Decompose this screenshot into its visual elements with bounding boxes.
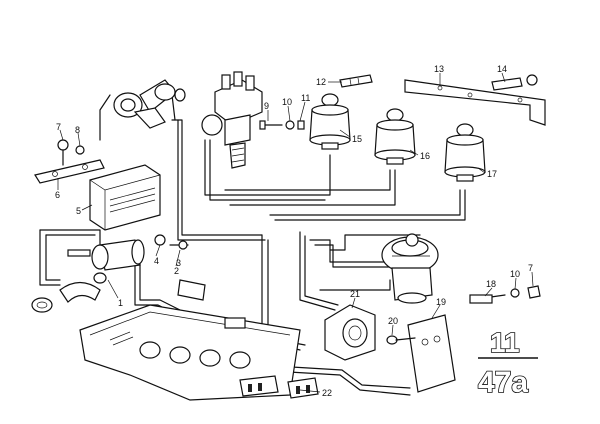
section-code-bottom: 47a (478, 366, 528, 399)
callout-12: 12 (316, 77, 326, 87)
callout-17: 17 (487, 169, 497, 179)
callout-4: 4 (154, 256, 159, 266)
mounting-bracket-13 (404, 79, 546, 126)
callout-18: 18 (486, 279, 496, 289)
callout-5: 5 (76, 206, 81, 216)
clip-fitting-14 (491, 74, 538, 91)
control-box-21 (324, 304, 376, 361)
heat-shield-plate-19 (407, 314, 456, 393)
bolts-7-8-left (57, 139, 85, 166)
thermo-valve (113, 79, 186, 129)
bolt-washer-set-upper (259, 120, 305, 130)
callout-3: 3 (176, 258, 181, 268)
vacuum-valve-16 (374, 108, 416, 165)
callout-1: 1 (118, 298, 123, 308)
vacuum-pump-1 (67, 239, 145, 271)
control-unit-5 (89, 164, 161, 231)
vacuum-valve-17 (444, 123, 486, 182)
callout-7-right: 7 (528, 263, 533, 273)
callout-6: 6 (55, 190, 60, 200)
bolt-washer-set-right (469, 285, 541, 304)
callout-10-upper: 10 (282, 97, 292, 107)
callout-20: 20 (388, 316, 398, 326)
hose-clips-22 (239, 375, 319, 399)
callout-19: 19 (436, 297, 446, 307)
section-code: 11 47a (477, 326, 538, 400)
hose-clamp (31, 297, 53, 313)
callout-7-left: 7 (56, 122, 61, 132)
callout-10-right: 10 (510, 269, 520, 279)
bolt-20 (386, 335, 416, 345)
egr-valve (381, 233, 439, 304)
callout-labels: 1 2 4 5 6 7 8 9 10 11 12 15 16 17 13 14 … (55, 64, 533, 398)
bolts-3-4 (154, 234, 189, 250)
screw-fitting-12 (339, 74, 373, 88)
leader-lines (57, 72, 534, 393)
intake-manifold (79, 304, 301, 401)
callout-2: 2 (174, 266, 179, 276)
callout-8: 8 (75, 125, 80, 135)
distributor (201, 71, 263, 169)
callout-15: 15 (352, 134, 362, 144)
callout-22: 22 (322, 388, 332, 398)
callout-14: 14 (497, 64, 507, 74)
callout-9: 9 (264, 101, 269, 111)
callout-11: 11 (301, 93, 310, 103)
callout-21: 21 (350, 289, 360, 299)
rubber-elbow-hose (59, 272, 206, 303)
callout-16: 16 (420, 151, 430, 161)
vacuum-valve-15 (309, 93, 351, 150)
callout-13: 13 (434, 64, 444, 74)
bracket-6 (34, 159, 105, 184)
section-code-top: 11 (490, 327, 520, 358)
